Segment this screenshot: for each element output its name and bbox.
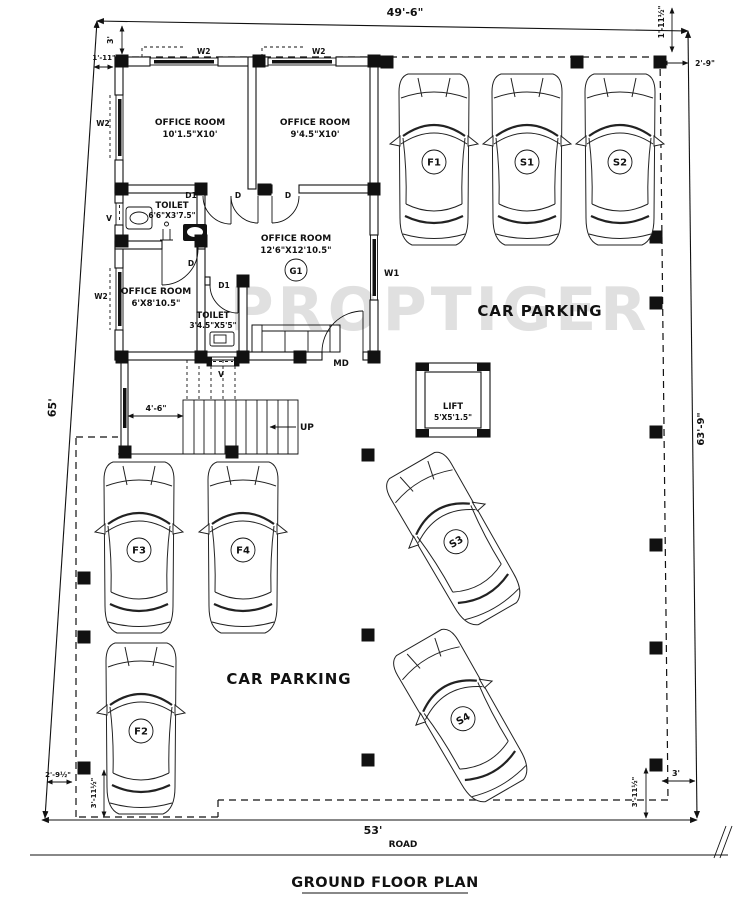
lift-size: 5'X5'1.5"	[434, 413, 472, 422]
w2-left1-label: W2	[96, 119, 110, 128]
dim-top-right-offset: 2'-9"	[695, 59, 715, 68]
d1-toilet1-label: D1	[185, 191, 196, 200]
door-d1-toilet2	[209, 284, 239, 314]
toilet1-size: 6'6"X3'7.5"	[148, 211, 195, 220]
window-w2-left-1	[109, 94, 124, 161]
office-g1-tag: G1	[290, 267, 303, 277]
svg-text:F3: F3	[132, 546, 146, 557]
office-g1-size: 12'6"X12'10.5"	[260, 246, 331, 256]
dim-bottom-right-offset: 3'	[672, 769, 680, 778]
parking-boundary	[75, 56, 669, 818]
dim-bottom-left-offset: 2'-9½"	[45, 771, 71, 779]
car-s4: S4	[379, 619, 544, 814]
w1-label: W1	[384, 269, 399, 279]
car-f4: F4	[197, 460, 289, 635]
car-f2: F2	[95, 641, 187, 816]
w2-left2-label: W2	[94, 292, 108, 301]
car-s2: S2	[574, 72, 666, 247]
dim-bottom-right-setback: 3'-11½"	[631, 777, 639, 808]
door-d-office1	[230, 195, 259, 224]
cars: F1 S1 S2 F3 F4 F2 S3 S4	[93, 72, 666, 816]
page-title: GROUND FLOOR PLAN	[291, 875, 479, 891]
room-labels: OFFICE ROOM 10'1.5"X10' OFFICE ROOM 9'4.…	[121, 118, 602, 688]
up-label: UP	[300, 423, 314, 433]
dim-right: 63'-9"	[696, 412, 707, 445]
road-width-dim: 53'	[364, 824, 383, 837]
svg-text:S1: S1	[520, 158, 534, 169]
title-block: GROUND FLOOR PLAN	[291, 875, 479, 894]
d-office3-label: D	[188, 259, 194, 268]
dim-bottom-left-setback: 3'-11½"	[90, 778, 98, 809]
lift-name: LIFT	[443, 402, 463, 412]
toilet2-name: TOILET	[196, 311, 229, 321]
window-w2-top-1	[141, 46, 219, 66]
md-label: MD	[333, 359, 349, 369]
door-d-office2	[271, 195, 300, 224]
w2-top1-label: W2	[197, 47, 211, 56]
svg-text:F1: F1	[427, 158, 441, 169]
dim-top-right-setback: 1'-11½"	[657, 6, 666, 39]
car-s3: S3	[372, 442, 537, 637]
svg-text:F2: F2	[134, 727, 148, 738]
dim-top: 49'-6"	[387, 6, 424, 19]
v-toilet2-label: V	[218, 370, 224, 379]
svg-text:F4: F4	[236, 546, 250, 557]
toilet1-name: TOILET	[155, 201, 188, 211]
watermark-text: PROPTIGER	[230, 275, 651, 345]
svg-text:S2: S2	[613, 158, 627, 169]
car-f1: F1	[388, 72, 480, 247]
office-g1-tag-circle	[284, 258, 308, 282]
d-office2-label: D	[285, 191, 291, 200]
office3-size: 6'X8'10.5"	[132, 299, 181, 309]
opening-labels: W2 W2 W2 W2 V V W1 MD D1 D D D D1	[94, 47, 399, 379]
dim-top-left-offset: 1'-11"	[92, 54, 115, 62]
v-left-label: V	[106, 214, 112, 223]
dimension-annotations: 49'-6" 3' 1'-11" 1'-11½" 2'-9" 65' 63'-9…	[45, 6, 715, 819]
stairs: UP	[118, 359, 314, 456]
office-g1-name: OFFICE ROOM	[261, 234, 331, 244]
office3-name: OFFICE ROOM	[121, 287, 191, 297]
office2-size: 9'4.5"X10'	[291, 130, 340, 140]
d1-toilet2-label: D1	[218, 281, 229, 290]
road: 53' ROAD	[30, 816, 733, 859]
d-office1-label: D	[235, 191, 241, 200]
property-boundary	[42, 18, 701, 819]
office1-name: OFFICE ROOM	[155, 118, 225, 128]
office-block-walls	[109, 46, 379, 361]
vent-v-left	[115, 202, 124, 226]
w2-top2-label: W2	[312, 47, 326, 56]
car-parking-top-label: CAR PARKING	[477, 302, 602, 320]
office1-size: 10'1.5"X10'	[163, 130, 218, 140]
lift: LIFT 5'X5'1.5"	[415, 362, 491, 438]
up-arrow: UP	[269, 423, 314, 433]
dim-top-left-setback: 3'	[106, 36, 115, 44]
window-w2-left-2	[109, 267, 124, 331]
road-label: ROAD	[389, 840, 418, 850]
window-w2-top-2	[261, 46, 337, 66]
columns	[77, 54, 667, 775]
door-md-main	[321, 310, 364, 353]
toilet2-size: 3'4.5"X5'5"	[189, 321, 236, 330]
car-parking-bottom-label: CAR PARKING	[226, 670, 351, 688]
dim-stair-width: 4'-6"	[145, 404, 166, 413]
car-s1: S1	[481, 72, 573, 247]
door-d-office3	[161, 248, 199, 286]
dim-left: 65'	[46, 398, 60, 417]
car-f3: F3	[93, 460, 185, 635]
window-w1-right	[370, 234, 378, 301]
doors	[161, 195, 364, 353]
road-break-mark	[713, 825, 733, 859]
office2-name: OFFICE ROOM	[280, 118, 350, 128]
